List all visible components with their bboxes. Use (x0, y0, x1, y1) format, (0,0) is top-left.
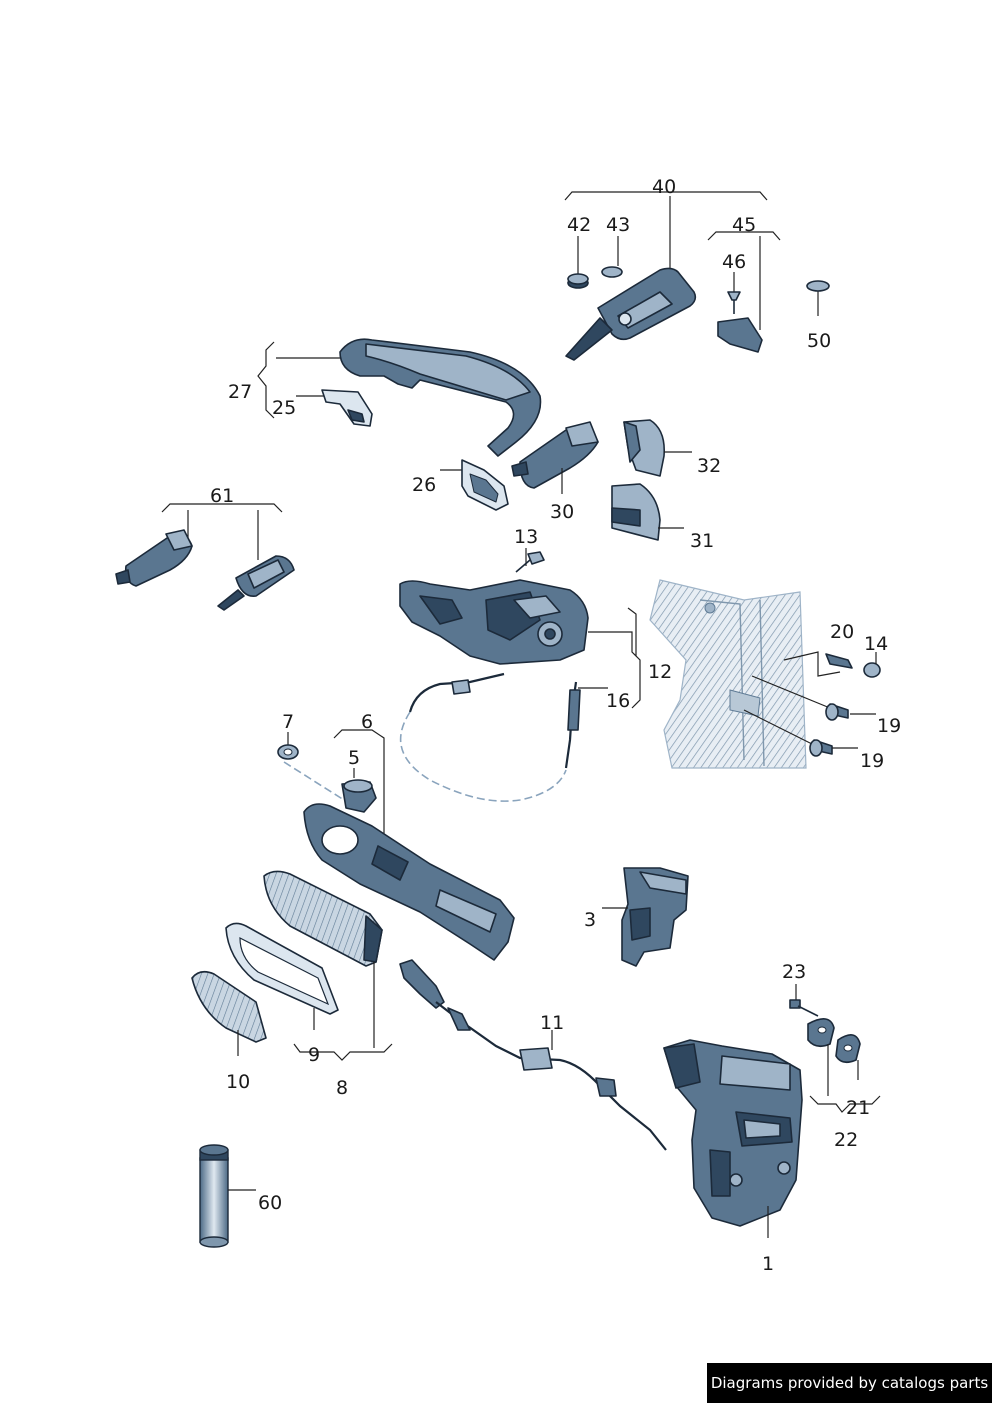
label-12: 12 (648, 661, 672, 683)
exterior-handle (257, 338, 542, 457)
lock-set-61 (115, 503, 295, 611)
label-8: 8 (336, 1077, 348, 1099)
label-31: 31 (690, 530, 714, 552)
label-19-lower: 19 (860, 750, 884, 772)
label-21: 21 (846, 1097, 870, 1119)
label-43: 43 (606, 214, 630, 236)
label-45: 45 (732, 214, 756, 236)
label-60: 60 (258, 1192, 282, 1214)
inner-handle-bracket (277, 729, 515, 961)
lock-cylinder (440, 421, 599, 511)
label-46: 46 (722, 251, 746, 273)
watermark-text: Diagrams provided by catalogs parts (710, 1374, 989, 1392)
label-23: 23 (782, 961, 806, 983)
label-32: 32 (697, 455, 721, 477)
watermark-banner: Diagrams provided by catalogs parts (707, 1363, 992, 1403)
door-lock (663, 984, 881, 1238)
label-16: 16 (606, 690, 630, 712)
label-26: 26 (412, 474, 436, 496)
bracket-3 (602, 867, 689, 967)
label-6: 6 (361, 711, 373, 733)
label-13: 13 (514, 526, 538, 548)
label-40: 40 (652, 176, 676, 198)
label-11: 11 (540, 1012, 564, 1034)
label-30: 30 (550, 501, 574, 523)
label-10: 10 (226, 1071, 250, 1093)
label-22: 22 (834, 1129, 858, 1151)
label-42: 42 (567, 214, 591, 236)
grease-tube (199, 1144, 256, 1248)
label-61: 61 (210, 485, 234, 507)
handle-carrier (399, 548, 641, 802)
label-7: 7 (282, 711, 294, 733)
label-25: 25 (272, 397, 296, 419)
label-20: 20 (830, 621, 854, 643)
key-fob-assembly (564, 191, 830, 361)
label-3: 3 (584, 909, 596, 931)
label-19-upper: 19 (877, 715, 901, 737)
label-9: 9 (308, 1044, 320, 1066)
label-1: 1 (762, 1253, 774, 1275)
bowden-cable (399, 959, 667, 1151)
door-frame-section (649, 579, 881, 769)
label-50: 50 (807, 330, 831, 352)
label-14: 14 (864, 633, 888, 655)
handle-trims (191, 870, 393, 1061)
handle-caps (611, 419, 692, 541)
label-5: 5 (348, 747, 360, 769)
part-labels: 40 42 43 45 46 50 27 25 32 26 30 61 31 1… (210, 176, 901, 1275)
label-27: 27 (228, 381, 252, 403)
